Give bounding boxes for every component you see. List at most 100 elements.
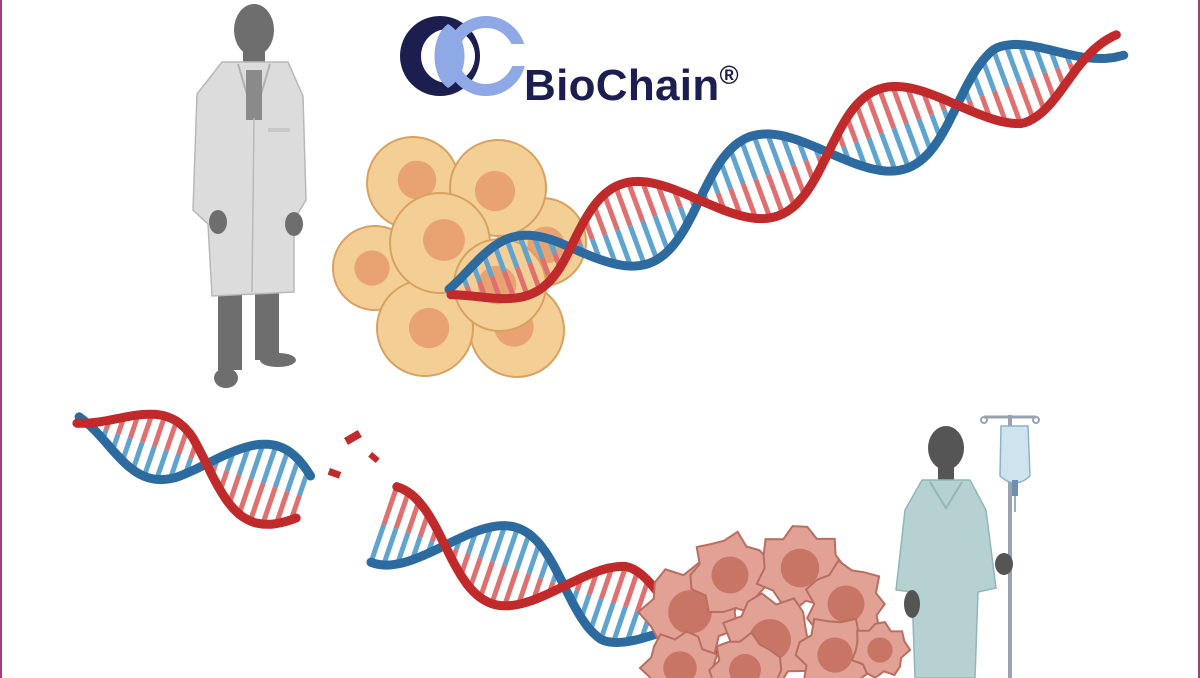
- base-pair: [866, 136, 884, 172]
- base-pair: [598, 566, 615, 600]
- base-pair: [980, 59, 997, 93]
- dna-fragment: [344, 430, 362, 445]
- cancer-cell: [794, 617, 875, 678]
- scientist-figure: [192, 4, 307, 388]
- iv-bag-icon: [999, 425, 1031, 484]
- base-pair: [1004, 85, 1023, 125]
- healthy-cell-cluster: [332, 136, 587, 378]
- base-pair: [527, 261, 542, 291]
- base-pair: [1003, 44, 1022, 83]
- base-pair: [877, 88, 897, 130]
- base-pair: [405, 500, 422, 534]
- base-pair: [130, 441, 145, 471]
- base-pair: [640, 220, 660, 261]
- base-pair: [502, 527, 520, 567]
- cancer-cell: [689, 530, 775, 615]
- base-pair: [640, 180, 658, 218]
- base-pair: [916, 118, 933, 152]
- base-pair: [905, 86, 922, 120]
- base-pair: [514, 533, 532, 571]
- base-pair: [1017, 81, 1036, 120]
- base-pair: [623, 570, 640, 608]
- base-pair: [284, 458, 301, 493]
- base-pair: [489, 564, 508, 605]
- right-border: [1198, 0, 1200, 678]
- base-pair: [1017, 43, 1035, 79]
- healthy-cell: [376, 279, 474, 377]
- base-pair: [381, 485, 400, 526]
- base-pair: [992, 90, 1009, 124]
- base-pair: [260, 486, 278, 525]
- base-pair: [152, 415, 168, 447]
- base-pair: [778, 169, 797, 208]
- base-pair: [854, 103, 872, 139]
- base-pair: [635, 579, 651, 612]
- base-pair: [477, 560, 495, 599]
- dna-fragment: [368, 452, 380, 464]
- intact-dna-helix: [444, 30, 1129, 304]
- base-pair: [615, 229, 634, 267]
- base-pair: [601, 193, 620, 232]
- cancer-cell-cluster: [636, 525, 912, 678]
- dna-backbone-blue: [74, 412, 316, 485]
- base-pair: [891, 127, 911, 169]
- base-pair: [613, 185, 633, 227]
- base-pair: [728, 148, 746, 185]
- biochain-logo-icon: [400, 16, 526, 96]
- base-pair: [878, 132, 898, 172]
- base-pair: [740, 183, 759, 220]
- broken-dna-helix: [72, 409, 731, 656]
- dna-backbone-blue: [444, 39, 1129, 294]
- left-border: [0, 0, 2, 678]
- base-pair: [624, 610, 640, 643]
- base-pair: [904, 122, 923, 162]
- dna-backbone-red: [446, 30, 1121, 304]
- base-pair: [517, 234, 532, 264]
- base-pair: [247, 482, 266, 522]
- base-pair: [504, 238, 520, 269]
- base-pair: [765, 133, 784, 171]
- base-pair: [765, 173, 786, 215]
- base-pair: [260, 444, 279, 485]
- dna-backbone-red: [72, 409, 301, 529]
- registered-mark: ®: [719, 60, 739, 90]
- base-pair: [865, 94, 884, 134]
- cancer-cell: [708, 631, 783, 678]
- base-pair: [272, 449, 291, 489]
- base-pair: [381, 527, 399, 566]
- base-pair: [588, 597, 604, 631]
- base-pair: [236, 478, 254, 515]
- base-pair: [248, 443, 266, 480]
- base-pair: [990, 48, 1010, 88]
- base-pair: [652, 215, 671, 252]
- patient-figure: [895, 415, 1040, 678]
- base-pair: [610, 606, 628, 644]
- base-pair: [516, 573, 532, 606]
- brand-name-text: BioChain: [524, 61, 720, 110]
- base-pair: [273, 490, 290, 525]
- base-pair: [610, 565, 629, 604]
- base-pair: [395, 531, 411, 565]
- base-pair: [164, 420, 179, 452]
- base-pair: [502, 569, 520, 607]
- base-pair: [753, 178, 773, 219]
- base-pair: [478, 526, 494, 559]
- base-pair: [598, 602, 616, 641]
- base-pair: [627, 224, 647, 266]
- base-pair: [368, 523, 387, 564]
- base-pair: [739, 139, 759, 181]
- dna-fragment: [327, 468, 342, 479]
- base-pair: [154, 449, 169, 481]
- brand-name: BioChain®: [524, 50, 739, 111]
- base-pair: [467, 556, 483, 589]
- base-pair: [625, 181, 645, 222]
- base-pair: [393, 491, 411, 530]
- base-pair: [514, 266, 530, 297]
- base-pair: [1029, 76, 1047, 112]
- cancer-cell: [850, 620, 912, 678]
- cancer-cell: [638, 630, 719, 678]
- base-pair: [526, 542, 542, 575]
- base-pair: [141, 445, 157, 478]
